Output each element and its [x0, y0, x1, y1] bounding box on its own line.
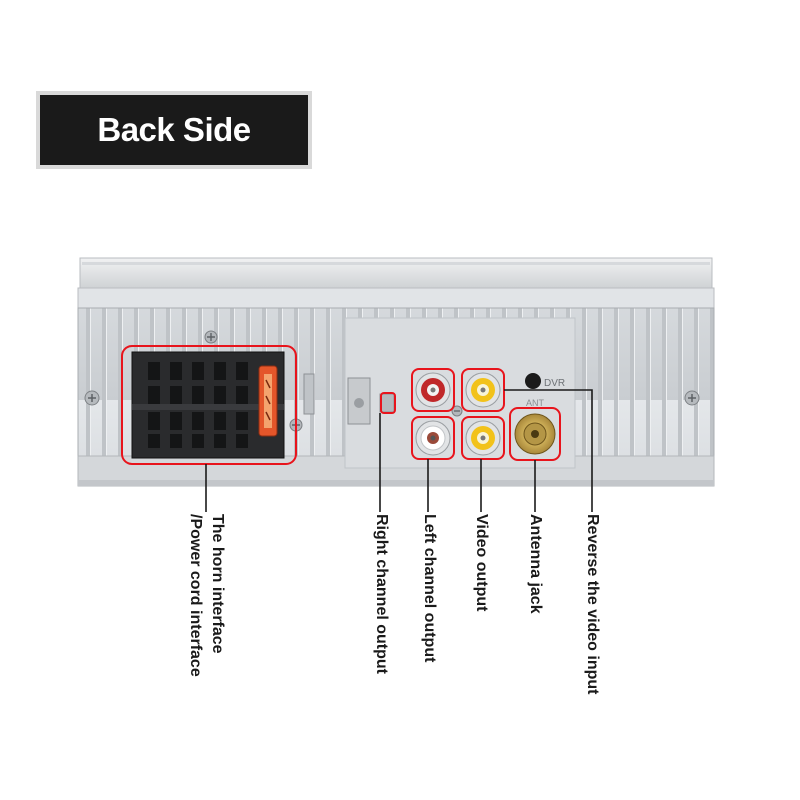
screw-rca-center — [451, 405, 463, 417]
rca-reverse-video-jack — [465, 420, 501, 456]
iso-connector — [131, 351, 285, 459]
ground-terminal — [347, 377, 395, 425]
callout-box-left-channel — [411, 416, 455, 460]
connector-latch — [303, 373, 315, 415]
svg-text:ANT: ANT — [526, 398, 545, 408]
top-casing — [77, 257, 715, 311]
label-reverse-video-input: Reverse the video input — [584, 514, 601, 695]
mounting-screw-left — [84, 390, 100, 406]
antenna-jack: ANT — [514, 398, 556, 455]
label-antenna-jack: Antenna jack — [527, 514, 544, 614]
callout-box-right-channel — [411, 368, 455, 412]
rca-right-channel-jack — [415, 372, 451, 408]
label-left-channel-output: Left channel output — [421, 514, 438, 663]
label-right-channel-output: Right channel output — [373, 514, 390, 674]
svg-text:DVR: DVR — [544, 378, 565, 389]
rca-left-channel-jack — [415, 420, 451, 456]
page-title: Back Side — [97, 111, 251, 148]
callout-box-ground — [380, 392, 396, 414]
callout-box-iso — [121, 345, 297, 465]
dvr-port: DVR — [525, 373, 565, 389]
leader-lines — [205, 389, 593, 512]
mounting-screw-right — [684, 390, 700, 406]
label-horn-line1: The horn interface — [209, 514, 226, 654]
callout-box-reverse-video — [461, 416, 505, 460]
title-badge: Back Side — [36, 91, 312, 169]
title-plate: Back Side — [40, 95, 308, 165]
rca-video-output-jack — [465, 372, 501, 408]
label-video-output: Video output — [473, 514, 490, 612]
label-horn-power-interface: The horn interface /Power cord interface — [184, 514, 228, 677]
screw-top-connector — [204, 330, 218, 344]
leader-reverse-video — [504, 389, 593, 512]
label-horn-line2: /Power cord interface — [187, 514, 204, 677]
